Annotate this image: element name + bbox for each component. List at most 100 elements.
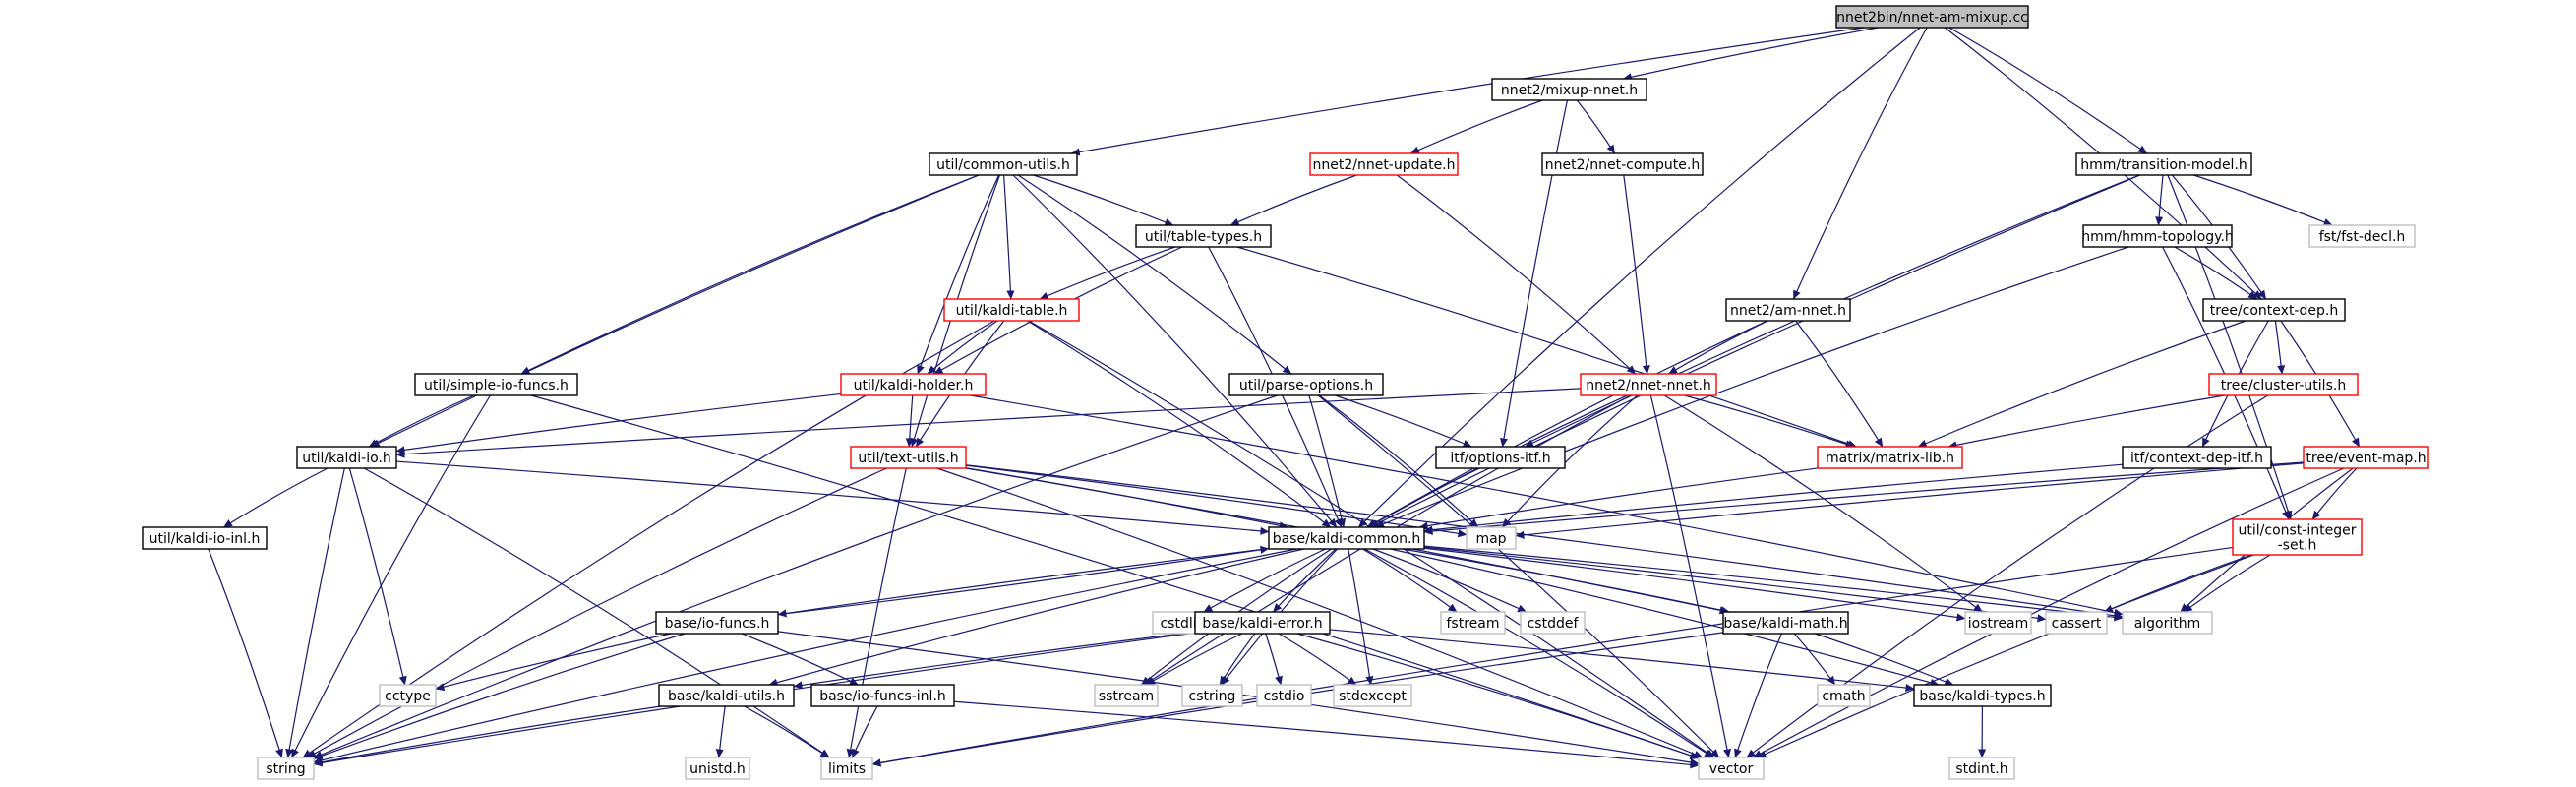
node-kaldi-io[interactable]: util/kaldi-io.h bbox=[296, 446, 397, 469]
node-box-stdint bbox=[1948, 757, 2015, 780]
node-hmm-topology[interactable]: hmm/hmm-topology.h bbox=[2081, 224, 2234, 248]
edge-kaldi-table-to-kaldi-holder bbox=[927, 320, 998, 375]
node-label-cluster-utils: tree/cluster-utils.h bbox=[2221, 378, 2346, 394]
node-cassert: cassert bbox=[2045, 611, 2108, 635]
node-kaldi-table[interactable]: util/kaldi-table.h bbox=[943, 298, 1080, 322]
edge-nnet-nnet-to-matrix-lib bbox=[1684, 394, 1855, 449]
edge-parse-options-to-vector bbox=[1317, 394, 1720, 758]
edge-root-to-common-utils bbox=[1070, 27, 1865, 156]
edge-kaldi-error-to-kaldi-utils bbox=[793, 631, 1196, 690]
node-box-stdexcept bbox=[1333, 684, 1412, 707]
node-common-utils[interactable]: util/common-utils.h bbox=[929, 152, 1078, 176]
node-kaldi-math[interactable]: base/kaldi-math.h bbox=[1722, 611, 1849, 635]
node-label-nnet-nnet: nnet2/nnet-nnet.h bbox=[1586, 378, 1711, 394]
node-label-cstdio: cstdio bbox=[1264, 689, 1305, 704]
edge-kaldi-utils-to-unistd bbox=[715, 705, 726, 758]
edge-kaldi-common-to-fstream bbox=[1362, 548, 1458, 613]
node-cstdio: cstdio bbox=[1256, 684, 1312, 707]
node-const-int-set[interactable]: util/const-integer-set.h bbox=[2232, 518, 2363, 556]
edge-matrix-lib-to-kaldi-common bbox=[1418, 467, 1819, 530]
edge-root-to-am-nnet bbox=[1792, 27, 1928, 300]
edge-nnet-nnet-to-map bbox=[1501, 394, 1639, 528]
node-box-kaldi-common bbox=[1268, 526, 1425, 550]
node-box-const-int-set bbox=[2232, 518, 2363, 556]
node-label-cctype: cctype bbox=[385, 689, 431, 704]
edge-io-funcs-to-cctype bbox=[435, 633, 672, 692]
node-box-root bbox=[1835, 5, 2029, 29]
node-context-dep[interactable]: tree/context-dep.h bbox=[2202, 298, 2346, 322]
node-label-context-dep: tree/context-dep.h bbox=[2210, 303, 2338, 319]
node-box-matrix-lib bbox=[1817, 446, 1963, 469]
node-options-itf[interactable]: itf/options-itf.h bbox=[1435, 446, 1566, 469]
node-kaldi-io-inl[interactable]: util/kaldi-io-inl.h bbox=[142, 526, 268, 550]
node-cluster-utils[interactable]: tree/cluster-utils.h bbox=[2208, 373, 2359, 396]
node-box-common-utils bbox=[929, 152, 1078, 176]
node-kaldi-types[interactable]: base/kaldi-types.h bbox=[1913, 684, 2052, 707]
node-label-table-types: util/table-types.h bbox=[1145, 229, 1262, 245]
edge-layer bbox=[208, 27, 2361, 769]
node-box-unistd bbox=[685, 757, 750, 780]
node-nnet-compute[interactable]: nnet2/nnet-compute.h bbox=[1541, 152, 1704, 176]
node-label-algorithm: algorithm bbox=[2134, 616, 2201, 632]
node-unistd: unistd.h bbox=[685, 757, 750, 780]
edge-transition-to-const-int-set bbox=[2167, 174, 2293, 520]
node-map: map bbox=[1466, 526, 1517, 550]
node-box-fst-decl bbox=[2308, 224, 2416, 248]
edge-table-types-to-matrix-lib bbox=[1236, 246, 1857, 448]
node-table-types[interactable]: util/table-types.h bbox=[1135, 224, 1272, 248]
node-context-dep-itf[interactable]: itf/context-dep-itf.h bbox=[2122, 446, 2272, 469]
node-label-iostream: iostream bbox=[1968, 616, 2029, 632]
node-kaldi-holder[interactable]: util/kaldi-holder.h bbox=[840, 373, 987, 396]
node-stdexcept: stdexcept bbox=[1333, 684, 1412, 707]
node-am-nnet[interactable]: nnet2/am-nnet.h bbox=[1725, 298, 1851, 322]
node-label-simple-io: util/simple-io-funcs.h bbox=[424, 378, 569, 394]
node-mixup[interactable]: nnet2/mixup-nnet.h bbox=[1491, 78, 1647, 101]
edge-kaldi-error-to-cstdio bbox=[1265, 633, 1283, 686]
node-label-unistd: unistd.h bbox=[689, 761, 746, 777]
node-io-funcs-inl[interactable]: base/io-funcs-inl.h bbox=[810, 684, 955, 707]
edge-kaldi-utils-to-limits bbox=[744, 705, 830, 758]
node-label-common-utils: util/common-utils.h bbox=[936, 157, 1070, 173]
node-nnet-update[interactable]: nnet2/nnet-update.h bbox=[1309, 152, 1459, 176]
node-kaldi-error[interactable]: base/kaldi-error.h bbox=[1194, 611, 1331, 635]
node-parse-options[interactable]: util/parse-options.h bbox=[1228, 373, 1384, 396]
node-box-context-dep-itf bbox=[2122, 446, 2272, 469]
node-box-parse-options bbox=[1228, 373, 1384, 396]
node-cmath: cmath bbox=[1817, 684, 1871, 707]
node-box-cstdio bbox=[1256, 684, 1312, 707]
node-cstddef: cstddef bbox=[1520, 611, 1586, 635]
edge-kaldi-common-to-stdexcept bbox=[1348, 548, 1374, 686]
node-label-mixup: nnet2/mixup-nnet.h bbox=[1501, 83, 1638, 98]
edge-io-funcs-to-kaldi-common bbox=[777, 545, 1270, 616]
node-kaldi-common[interactable]: base/kaldi-common.h bbox=[1268, 526, 1425, 550]
node-matrix-lib[interactable]: matrix/matrix-lib.h bbox=[1817, 446, 1963, 469]
node-nnet-nnet[interactable]: nnet2/nnet-nnet.h bbox=[1580, 373, 1717, 396]
node-label-transition: hmm/transition-model.h bbox=[2080, 157, 2247, 173]
node-text-utils[interactable]: util/text-utils.h bbox=[850, 446, 967, 469]
edge-parse-options-to-string bbox=[313, 394, 1278, 758]
edge-common-utils-to-parse-options bbox=[1017, 174, 1292, 375]
node-event-map[interactable]: tree/event-map.h bbox=[2303, 446, 2429, 469]
node-label-cmath: cmath bbox=[1822, 689, 1865, 704]
node-box-cmath bbox=[1817, 684, 1871, 707]
node-transition[interactable]: hmm/transition-model.h bbox=[2075, 152, 2252, 176]
edge-common-utils-to-kaldi-table bbox=[1003, 174, 1015, 300]
edge-text-utils-to-limits bbox=[846, 467, 907, 758]
edge-kaldi-common-to-cassert bbox=[1423, 546, 2047, 623]
node-root[interactable]: nnet2bin/nnet-am-mixup.cc bbox=[1835, 5, 2029, 29]
node-io-funcs[interactable]: base/io-funcs.h bbox=[655, 611, 779, 635]
node-kaldi-utils[interactable]: base/kaldi-utils.h bbox=[658, 684, 795, 707]
node-label-kaldi-types: base/kaldi-types.h bbox=[1919, 689, 2045, 704]
edge-common-utils-to-kaldi-io bbox=[370, 174, 980, 448]
node-simple-io[interactable]: util/simple-io-funcs.h bbox=[414, 373, 578, 396]
edge-text-utils-to-vector bbox=[936, 467, 1704, 758]
node-box-context-dep bbox=[2202, 298, 2346, 322]
node-box-simple-io bbox=[414, 373, 578, 396]
node-box-fstream bbox=[1440, 611, 1506, 635]
node-box-cassert bbox=[2045, 611, 2108, 635]
edge-kaldi-math-to-cmath bbox=[1793, 633, 1836, 686]
node-label-const-int-set: util/const-integer bbox=[2239, 523, 2357, 539]
edge-cluster-utils-to-matrix-lib bbox=[1947, 394, 2226, 450]
edge-kaldi-common-to-cstdlib bbox=[1203, 548, 1326, 613]
node-box-nnet-update bbox=[1309, 152, 1459, 176]
